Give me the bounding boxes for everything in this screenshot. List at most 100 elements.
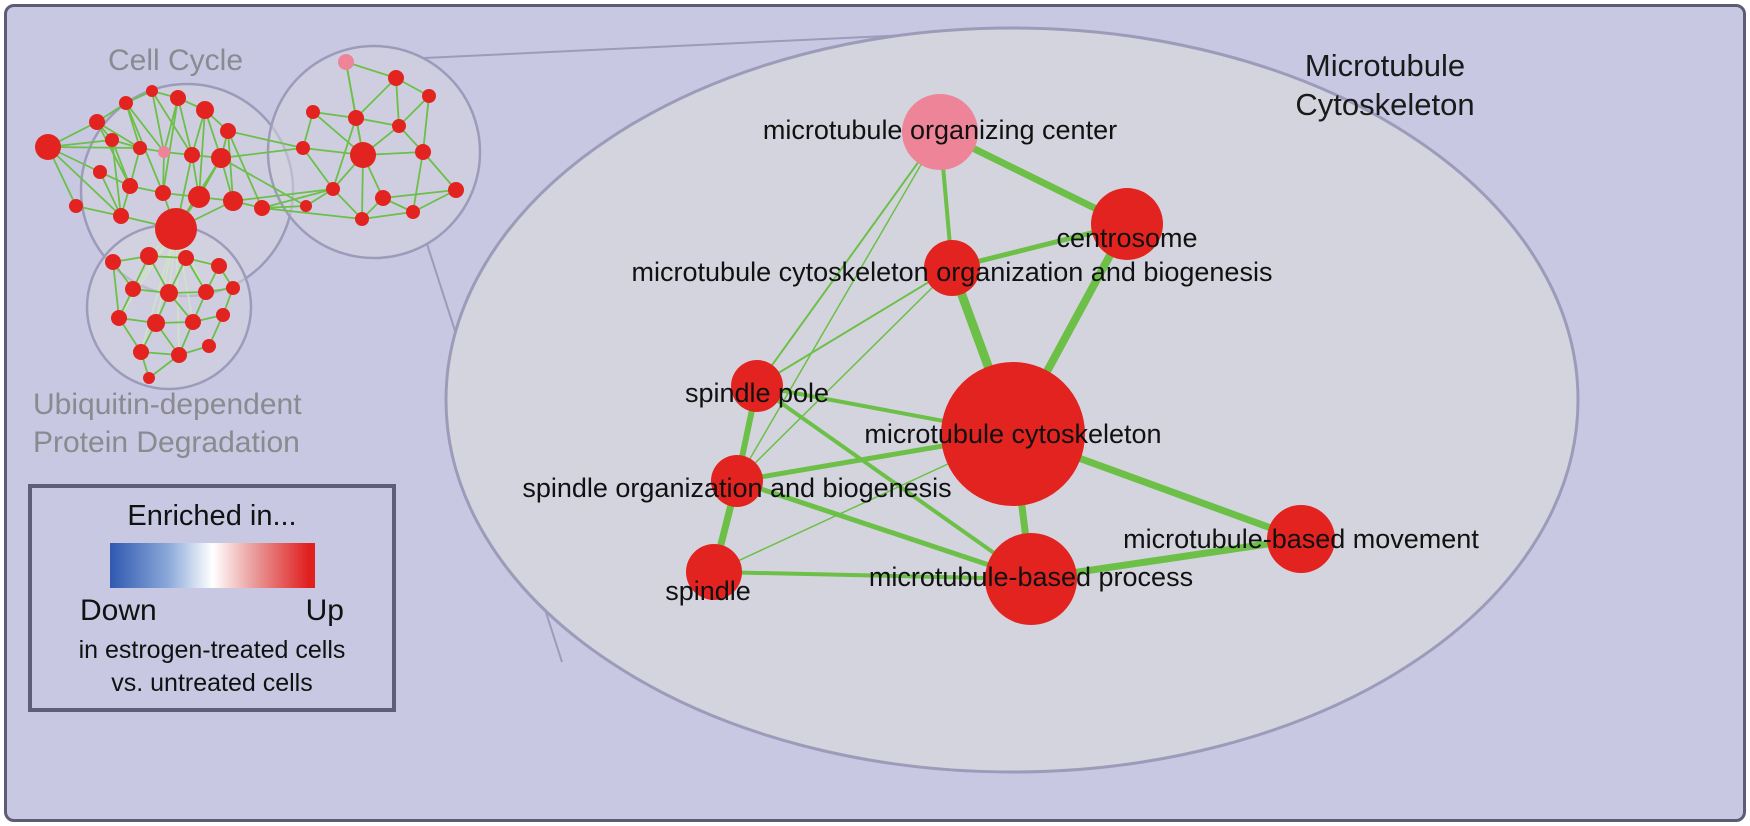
mini-node — [220, 123, 236, 139]
node-mc — [941, 362, 1085, 506]
mini-node — [326, 182, 340, 196]
mini-edge — [163, 97, 179, 153]
mini-edge — [112, 261, 120, 319]
mini-node — [226, 281, 240, 295]
mini-node — [160, 284, 178, 302]
mini-edge — [220, 147, 304, 159]
mini-node — [388, 70, 404, 86]
mini-edge — [398, 95, 430, 127]
mini-node — [93, 165, 107, 179]
mini-edge — [177, 97, 193, 156]
mini-node — [185, 314, 201, 330]
mini-node — [146, 85, 158, 97]
mini-node — [355, 212, 369, 226]
legend-caption-line2: vs. untreated cells — [111, 669, 313, 697]
node-mbp — [985, 533, 1077, 625]
mini-edge — [162, 97, 179, 194]
mini-node — [392, 119, 406, 133]
mini-node — [89, 114, 105, 130]
mini-edge — [382, 189, 457, 199]
node-spindle_pole — [731, 360, 783, 412]
mini-node — [415, 144, 431, 160]
mini-edge — [361, 211, 414, 220]
edge-moc-spindle_pole — [756, 131, 941, 387]
legend-caption-line1: in estrogen-treated cells — [78, 636, 346, 664]
mini-node — [296, 141, 310, 155]
node-label-moc: microtubule organizing center — [763, 115, 1117, 145]
mini-edge — [345, 61, 397, 79]
mini-edge — [227, 130, 234, 202]
mini-node — [111, 310, 127, 326]
mini-node — [122, 178, 138, 194]
mini-node — [35, 134, 61, 160]
mini-node — [211, 258, 227, 274]
mini-edge — [111, 139, 122, 217]
mini-node — [348, 110, 364, 126]
mini-edge — [422, 151, 457, 191]
mini-edge — [412, 151, 424, 213]
mini-edge — [412, 189, 457, 213]
node-label-spindle_pole: spindle pole — [685, 378, 829, 408]
edge-mcob-spindle_org — [736, 267, 953, 482]
mini-node — [143, 372, 155, 384]
mini-edge — [302, 147, 334, 190]
mini-node — [105, 254, 121, 270]
node-mbm — [1267, 505, 1335, 573]
mini-node — [188, 186, 210, 208]
mini-edge — [227, 130, 304, 149]
mini-node — [158, 146, 170, 158]
node-spindle_org — [711, 455, 763, 507]
legend-up-label: Up — [305, 594, 344, 627]
legend-gradient-bar — [109, 543, 315, 588]
mini-node — [155, 208, 197, 250]
mini-edge — [355, 77, 397, 119]
cluster-label-microtubule-cytoskeleton: Microtubule Cytoskeleton — [1295, 48, 1475, 122]
edge-mcob-spindle_pole — [756, 267, 953, 387]
mini-node — [422, 89, 436, 103]
mini-node — [69, 199, 83, 213]
mini-edge — [395, 77, 400, 127]
edge-spindle_org-mbp — [736, 478, 1032, 582]
legend-title: Enriched in... — [127, 500, 297, 532]
cluster-label-ubiquitin-degradation: Ubiquitin-dependent Protein Degradation — [33, 388, 302, 459]
edge-spindle_pole-mbp — [755, 384, 1033, 581]
mini-node — [171, 347, 187, 363]
mini-edge — [140, 228, 177, 353]
node-moc — [902, 94, 978, 170]
mini-node — [254, 200, 270, 216]
mini-edge — [151, 90, 165, 153]
mini-edge — [96, 121, 141, 149]
mini-node — [211, 148, 231, 168]
node-label-spindle_org: spindle organization and biogenesis — [522, 473, 951, 503]
node-label-mbp: microtubule-based process — [869, 562, 1193, 592]
mini-edge — [99, 171, 122, 217]
mini-edge — [261, 188, 334, 209]
mini-node — [105, 133, 119, 147]
mini-node — [184, 147, 200, 163]
mini-node — [133, 344, 149, 360]
mini-node — [223, 191, 243, 211]
mini-node — [300, 200, 312, 212]
mini-node — [306, 105, 320, 119]
mini-node — [448, 182, 464, 198]
zoom-callout-line-0 — [423, 32, 951, 59]
mini-node — [133, 141, 147, 155]
node-label-spindle: spindle — [665, 576, 751, 606]
mini-node — [350, 142, 376, 168]
mini-node — [155, 185, 171, 201]
mini-node — [178, 250, 194, 266]
mini-node — [119, 96, 133, 110]
node-label-mbm: microtubule-based movement — [1123, 524, 1479, 554]
mini-node — [125, 281, 141, 297]
mini-node — [338, 54, 354, 70]
node-label-mcob: microtubule cytoskeleton organization an… — [632, 257, 1273, 287]
mini-edge — [111, 139, 131, 187]
mini-edge — [47, 146, 122, 217]
node-centrosome — [1091, 188, 1163, 260]
mini-edge — [227, 130, 263, 209]
edge-spindle-mbp — [713, 570, 1032, 581]
legend-caption: in estrogen-treated cells vs. untreated … — [32, 634, 392, 700]
mini-node — [202, 339, 216, 353]
mini-node — [147, 314, 165, 332]
